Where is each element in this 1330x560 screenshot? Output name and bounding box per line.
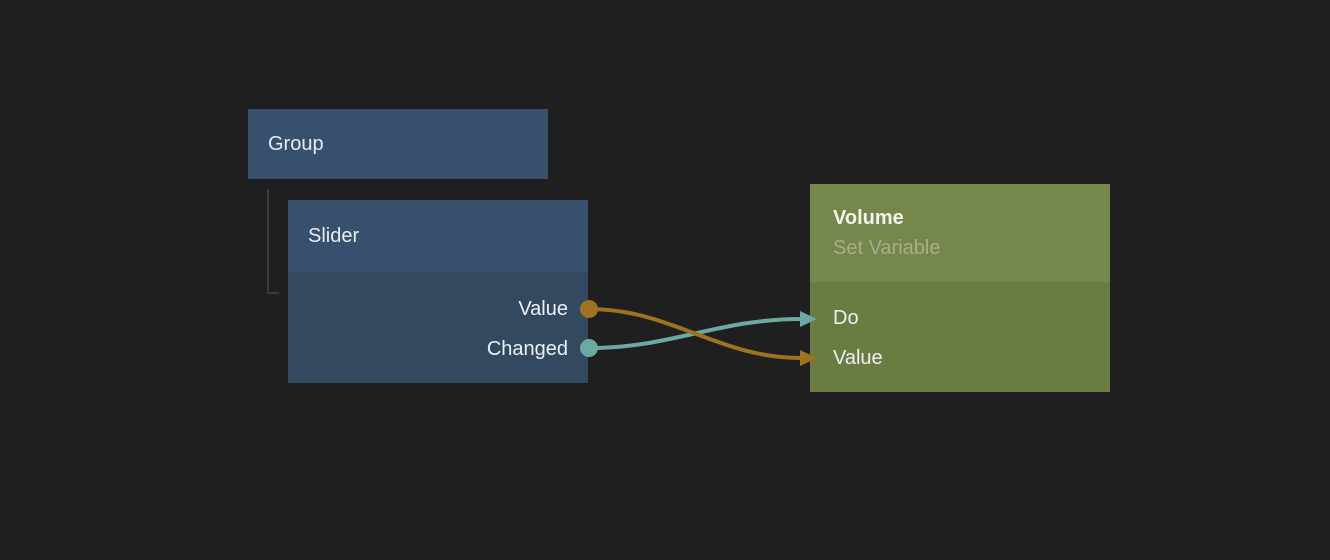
node-volume[interactable]: Volume Set Variable Do Value bbox=[810, 184, 1110, 392]
node-group-header[interactable]: Group bbox=[248, 109, 548, 179]
port-output-changed-label: Changed bbox=[486, 338, 568, 360]
node-group-title: Group bbox=[268, 133, 324, 155]
port-output-value-label: Value bbox=[518, 298, 568, 320]
group-hierarchy-line bbox=[267, 189, 279, 294]
node-volume-header[interactable]: Volume Set Variable bbox=[810, 184, 1110, 282]
port-input-value[interactable]: Value bbox=[833, 338, 1110, 378]
node-group[interactable]: Group bbox=[248, 109, 548, 179]
port-output-changed[interactable]: Changed bbox=[288, 329, 568, 369]
node-slider-body: Value Changed bbox=[288, 272, 588, 383]
port-input-value-label: Value bbox=[833, 347, 883, 369]
node-slider-header[interactable]: Slider bbox=[288, 200, 588, 272]
wire-changed-to-do[interactable] bbox=[588, 317, 802, 350]
node-volume-body: Do Value bbox=[810, 282, 1110, 392]
node-volume-title: Volume bbox=[833, 207, 904, 229]
node-volume-subtitle: Set Variable bbox=[833, 237, 941, 259]
node-slider[interactable]: Slider Value Changed bbox=[288, 200, 588, 383]
port-input-do[interactable]: Do bbox=[833, 298, 1110, 338]
port-input-do-label: Do bbox=[833, 307, 859, 329]
wire-value-to-value[interactable] bbox=[588, 307, 802, 360]
node-slider-title: Slider bbox=[308, 225, 360, 247]
port-output-value[interactable]: Value bbox=[288, 289, 568, 329]
